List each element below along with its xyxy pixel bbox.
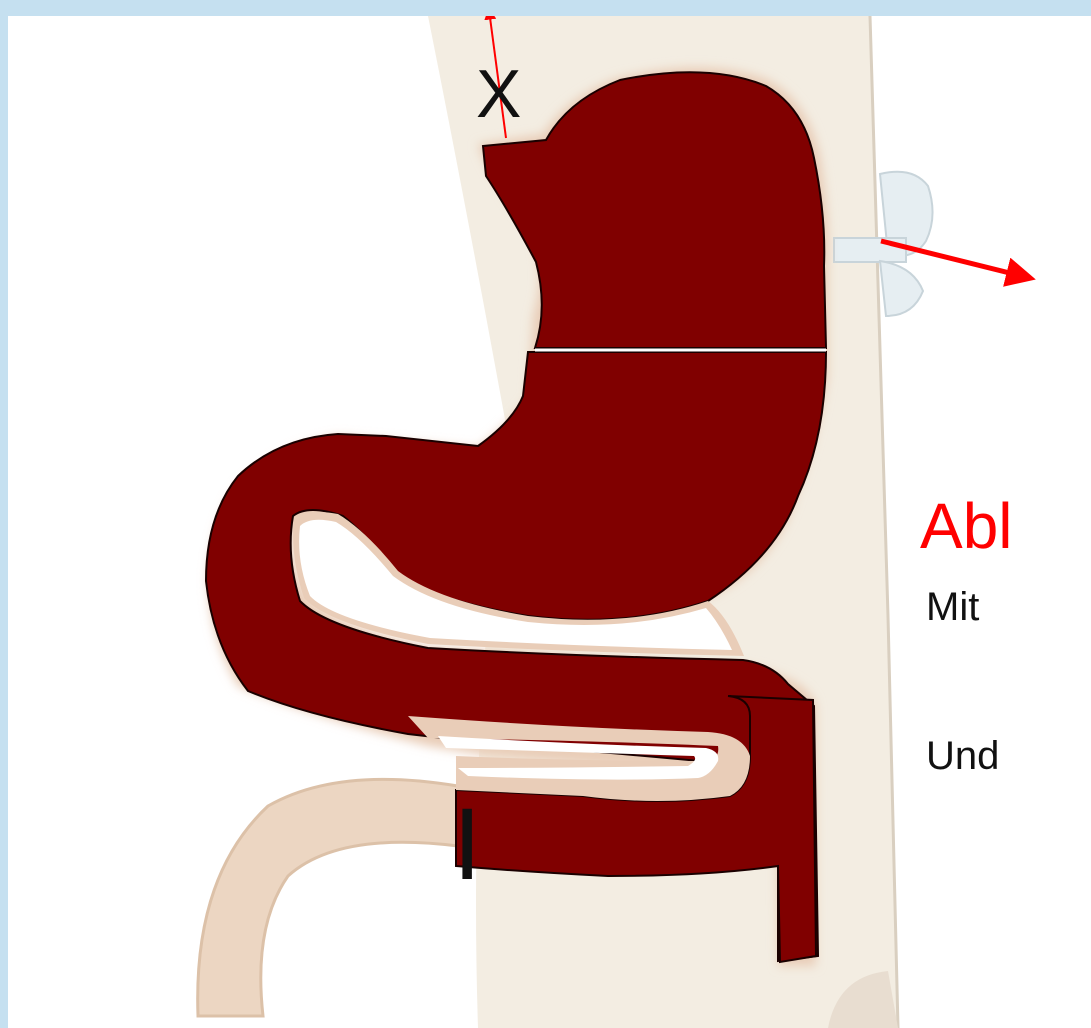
panel-line-2: Und — [926, 736, 999, 776]
label-i: I — [453, 798, 481, 894]
panel-heading: Abl — [920, 494, 1013, 558]
bowel-loop — [198, 779, 458, 1016]
panel-line-1: Mit — [926, 587, 979, 627]
slide: X I Abl Mit Und — [8, 16, 1091, 1028]
label-x: X — [476, 60, 521, 128]
